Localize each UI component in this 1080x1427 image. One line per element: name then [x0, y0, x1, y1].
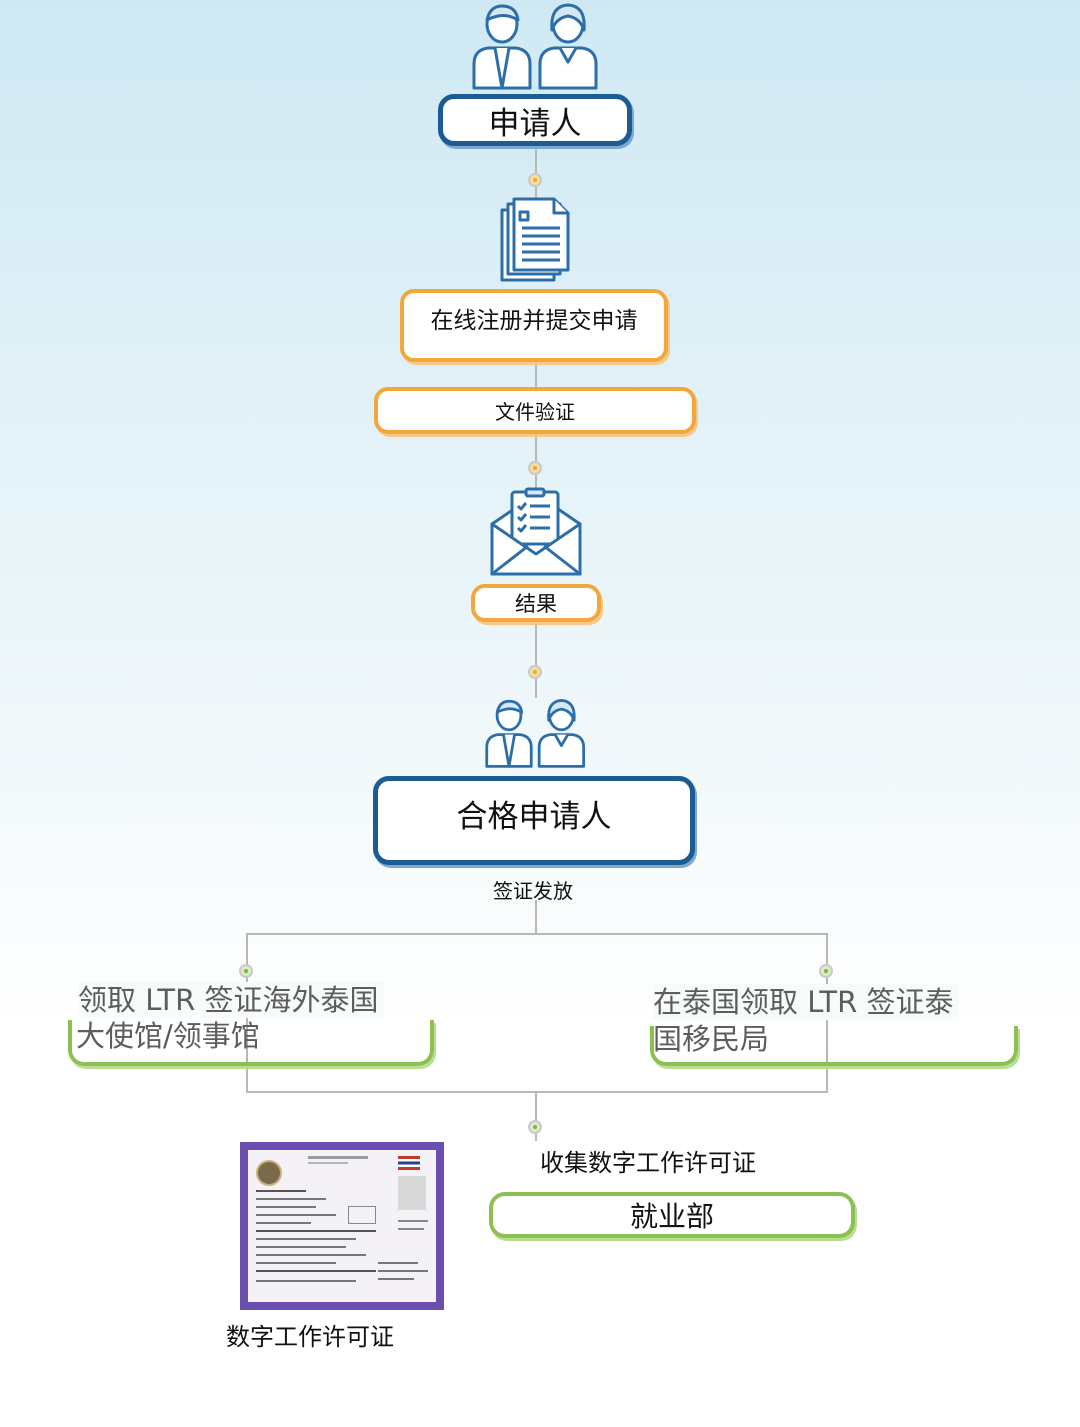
branch-line-bottom: [246, 1091, 828, 1093]
step-dot: [528, 1120, 542, 1134]
step-dot: [239, 964, 253, 978]
connector-line: [535, 622, 537, 698]
connector-line: [535, 1091, 537, 1141]
step-dot: [528, 173, 542, 187]
step-dot: [528, 665, 542, 679]
result-box: 结果: [471, 584, 601, 622]
step-dot: [819, 964, 833, 978]
digital-work-permit-image: [240, 1142, 444, 1310]
ministry-label: 就业部: [629, 1200, 714, 1233]
applicant-label: 申请人: [488, 105, 582, 142]
thailand-label-line2: 国移民局: [653, 1022, 770, 1056]
qualified-applicant-box: 合格申请人: [373, 776, 695, 865]
register-label: 在线注册并提交申请: [430, 308, 638, 334]
connector-line: [535, 900, 537, 934]
verify-label: 文件验证: [495, 400, 575, 424]
branch-line-top: [246, 933, 828, 935]
verify-box: 文件验证: [374, 387, 696, 434]
visa-issued-label: 签证发放: [493, 879, 573, 903]
permit-caption: 数字工作许可证: [226, 1323, 394, 1351]
thailand-label-line1: 在泰国领取 LTR 签证泰: [653, 984, 960, 1020]
connector-line: [535, 362, 537, 388]
overseas-box: [68, 1020, 434, 1066]
step-dot: [528, 461, 542, 475]
result-label: 结果: [515, 592, 557, 616]
ministry-box: 就业部: [489, 1192, 855, 1238]
overseas-label-line1: 领取 LTR 签证海外泰国: [78, 982, 385, 1018]
document-icon: [500, 197, 570, 282]
emblem-icon: [256, 1160, 282, 1186]
register-box: 在线注册并提交申请: [400, 289, 668, 362]
applicant-box: 申请人: [438, 94, 632, 146]
thailand-box: [650, 1026, 1018, 1066]
collect-permit-label: 收集数字工作许可证: [540, 1149, 756, 1177]
person-pair-icon: [485, 699, 586, 768]
overseas-label-line2: 大使馆/领事馆: [76, 1019, 260, 1053]
envelope-icon: [490, 487, 582, 576]
photo-placeholder: [398, 1176, 426, 1210]
qualified-applicant-label: 合格申请人: [456, 799, 612, 835]
person-pair-icon: [472, 3, 598, 90]
flag-icon: [398, 1156, 420, 1170]
